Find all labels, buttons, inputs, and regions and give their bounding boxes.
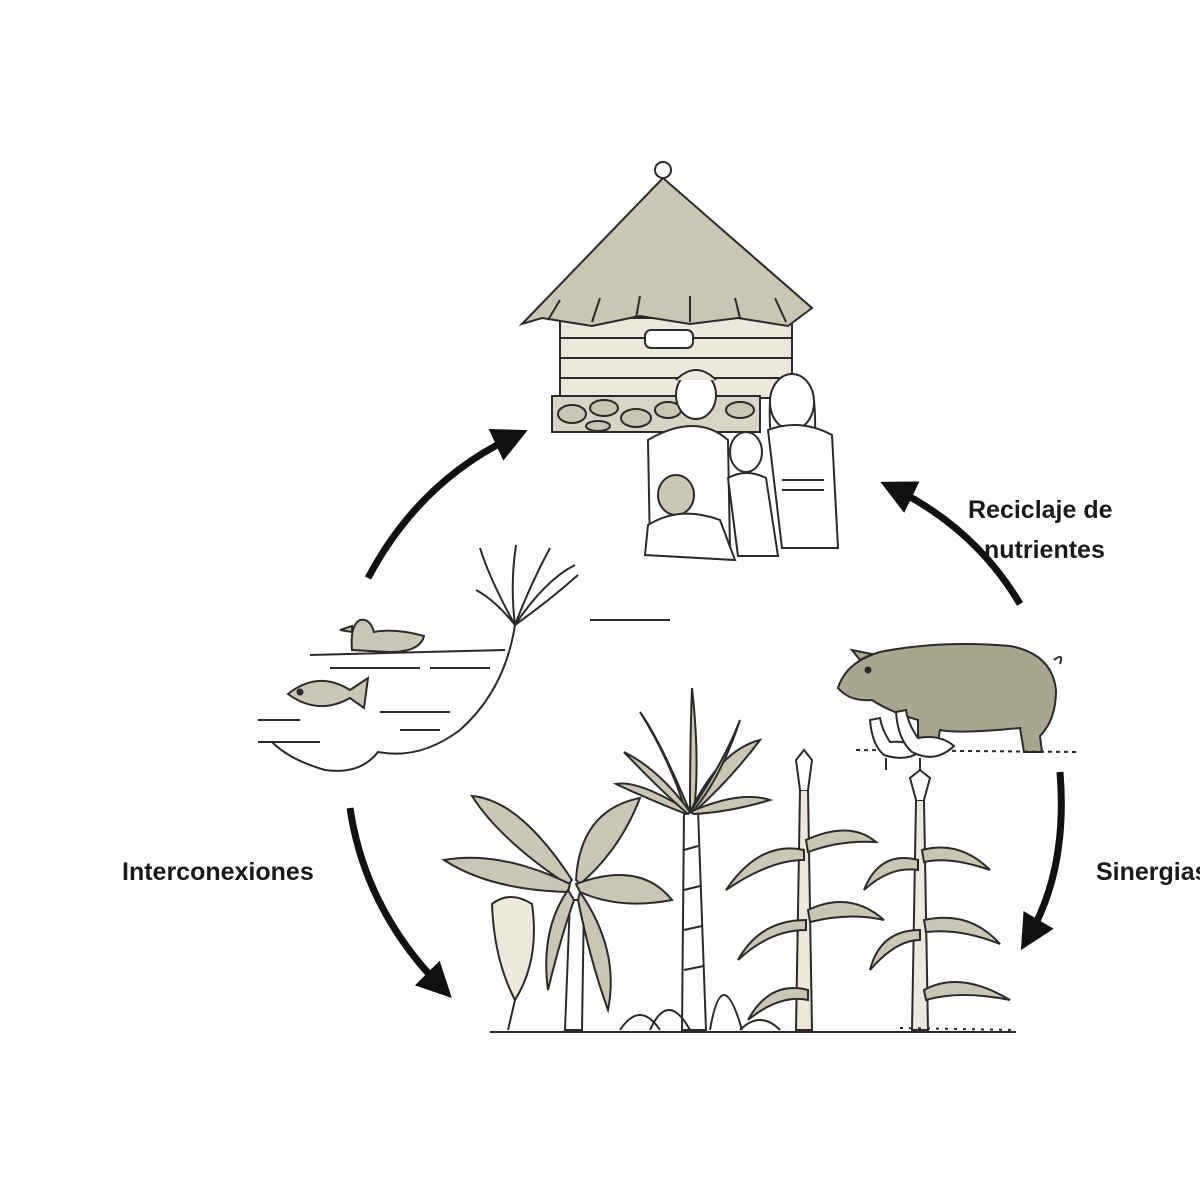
- arrow-pig-to-crops: [1020, 771, 1065, 951]
- pig-icon: [836, 643, 1077, 753]
- pond-icon: [258, 544, 670, 772]
- arrow-pig-to-house: [880, 481, 1024, 606]
- hut-icon: [518, 161, 814, 433]
- palm-icon: [612, 687, 774, 1031]
- arrow-pond-to-crops: [346, 807, 452, 998]
- banana-plant-icon: [441, 794, 674, 1031]
- duck-icon: [339, 618, 426, 654]
- label-nutrient-recycling: Reciclaje de nutrientes: [968, 490, 1113, 570]
- family-icon: [643, 369, 840, 562]
- cycle-arrows: [346, 428, 1065, 998]
- label-nutrient-recycling-line2: nutrientes: [984, 536, 1105, 564]
- geese-icon: [868, 708, 956, 770]
- maize-icon: [725, 748, 1017, 1031]
- label-interconnections: Interconexiones: [122, 858, 314, 886]
- arrow-pond-to-house: [364, 428, 528, 580]
- label-synergy: Sinergias: [1096, 858, 1200, 886]
- label-nutrient-recycling-line1: Reciclaje de: [968, 496, 1113, 524]
- grass-icon: [490, 994, 1016, 1033]
- fish-icon: [286, 675, 370, 710]
